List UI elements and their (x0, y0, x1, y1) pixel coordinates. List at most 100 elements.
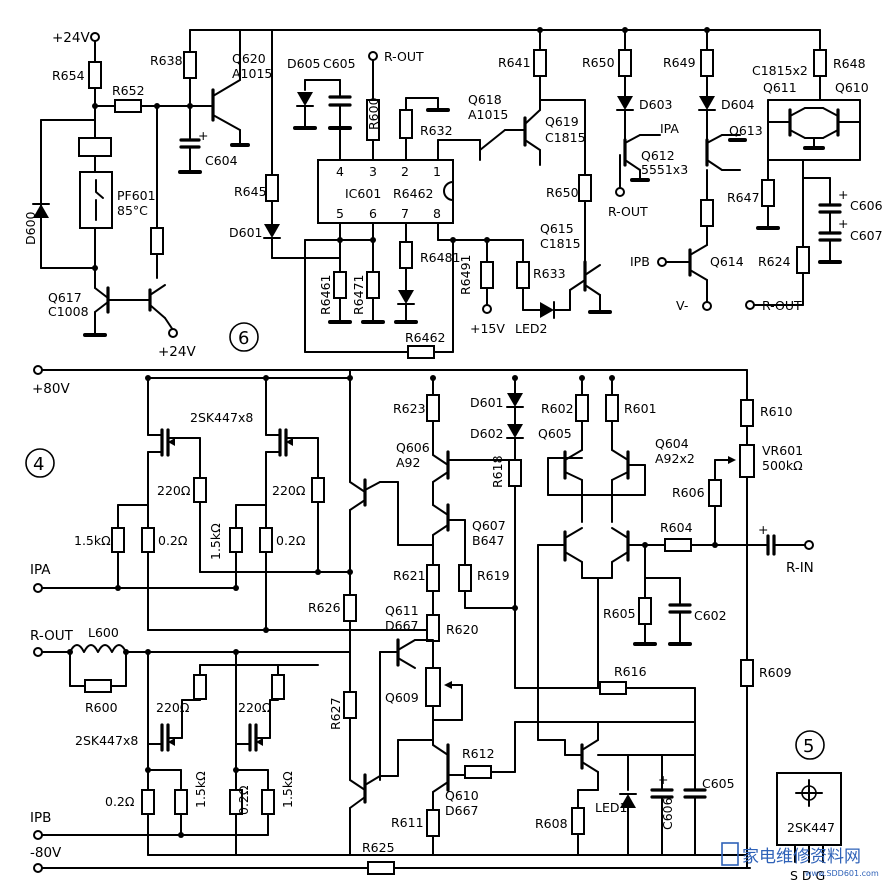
resistor-15k-4 (261, 789, 275, 815)
svg-text:Q607: Q607 (472, 518, 506, 533)
svg-text:D667: D667 (445, 803, 478, 818)
resistor-r610 (740, 399, 754, 427)
svg-text:4: 4 (336, 164, 344, 179)
svg-text:A1015: A1015 (468, 107, 508, 122)
label-rout-top: R-OUT (384, 49, 424, 64)
svg-text:Q620: Q620 (232, 51, 266, 66)
svg-text:5551x3: 5551x3 (641, 162, 688, 177)
svg-text:Q610: Q610 (835, 80, 869, 95)
svg-text:LED2: LED2 (515, 321, 547, 336)
potentiometer-q609 (425, 667, 441, 707)
svg-text:Q618: Q618 (468, 92, 502, 107)
svg-text:IC601: IC601 (345, 186, 381, 201)
section-4-power-stage: +80V 2SK447x8 4 220Ω 1.5kΩ 0.2Ω 220Ω 1 (25, 365, 751, 875)
led2 (540, 302, 554, 318)
label-ipb-right: IPB (630, 254, 650, 269)
svg-text:R600: R600 (85, 700, 118, 715)
svg-text:R645: R645 (234, 184, 267, 199)
svg-text:C1815: C1815 (540, 236, 581, 251)
resistor-r6461 (333, 271, 347, 299)
svg-text:0.2Ω: 0.2Ω (236, 785, 251, 815)
svg-text:A92: A92 (396, 455, 420, 470)
svg-text:VR601: VR601 (762, 443, 803, 458)
svg-text:R618: R618 (490, 455, 505, 488)
svg-text:R649: R649 (663, 55, 696, 70)
svg-text:S D G: S D G (790, 868, 825, 883)
svg-text:0.2Ω: 0.2Ω (276, 533, 306, 548)
resistor-r626 (343, 594, 357, 622)
svg-text:+: + (198, 128, 208, 143)
resistor-r620 (426, 614, 440, 642)
svg-text:C1008: C1008 (48, 304, 89, 319)
svg-text:Q612: Q612 (641, 148, 675, 163)
svg-text:Q613: Q613 (729, 123, 763, 138)
resistor-r601 (605, 394, 619, 422)
resistor-r618 (508, 459, 522, 487)
svg-text:R6491: R6491 (458, 255, 473, 296)
resistor-r632 (399, 109, 413, 139)
resistor-r611 (426, 809, 440, 837)
svg-text:R654: R654 (52, 68, 85, 83)
resistor-02-2 (259, 527, 273, 553)
diode-d601 (507, 393, 523, 407)
svg-text:+15V: +15V (470, 321, 505, 336)
svg-text:R608: R608 (535, 816, 568, 831)
resistor-r623 (426, 394, 440, 422)
svg-text:R619: R619 (477, 568, 510, 583)
svg-text:R6481: R6481 (420, 250, 461, 265)
svg-text:R616: R616 (614, 664, 647, 679)
svg-text:Q619: Q619 (545, 114, 579, 129)
svg-text:D602: D602 (470, 426, 503, 441)
svg-text:R6471: R6471 (351, 275, 366, 316)
svg-text:R627: R627 (328, 697, 343, 730)
svg-text:4: 4 (33, 454, 44, 475)
resistor-r6481 (399, 241, 413, 269)
svg-text:85°C: 85°C (117, 203, 148, 218)
svg-text:R641: R641 (498, 55, 531, 70)
driver-stage: R626 R627 R625 R623 Q606 A92 Q607 B647 R… (308, 377, 696, 856)
svg-text:R647: R647 (727, 190, 760, 205)
resistor-15k-2 (229, 527, 243, 553)
label-ipb-left: IPB (30, 810, 51, 826)
diode-d600 (33, 204, 49, 218)
svg-text:R620: R620 (446, 622, 479, 637)
svg-text:220Ω: 220Ω (238, 700, 272, 715)
resistor-r654 (88, 61, 102, 89)
svg-text:R633: R633 (533, 266, 566, 281)
resistor-220-3 (193, 674, 207, 700)
watermark: 家电维修资料网 www.SDD601.com (721, 842, 879, 878)
svg-text:R6462: R6462 (393, 186, 434, 201)
resistor-r647 (761, 179, 775, 207)
svg-text:C606: C606 (850, 198, 883, 213)
svg-text:C602: C602 (694, 608, 727, 623)
svg-text:7: 7 (401, 206, 409, 221)
svg-text:C1815: C1815 (545, 130, 586, 145)
svg-text:6: 6 (369, 206, 377, 221)
svg-text:R621: R621 (393, 568, 426, 583)
svg-text:220Ω: 220Ω (272, 483, 306, 498)
svg-text:A92x2: A92x2 (655, 451, 695, 466)
resistor-r608 (571, 807, 585, 835)
svg-text:Q611: Q611 (763, 80, 797, 95)
diode-d602 (507, 424, 523, 438)
svg-text:0.2Ω: 0.2Ω (105, 794, 135, 809)
svg-text:D601: D601 (229, 225, 262, 240)
svg-text:C605: C605 (323, 56, 356, 71)
label-p24v-bot: +24V (158, 344, 196, 360)
resistor-r649 (700, 49, 714, 77)
resistor-220-1 (193, 477, 207, 503)
svg-text:Q617: Q617 (48, 290, 82, 305)
svg-text:8: 8 (433, 206, 441, 221)
svg-text:220Ω: 220Ω (156, 700, 190, 715)
resistor-r612 (464, 765, 492, 779)
svg-text:D667: D667 (385, 618, 418, 633)
resistor-r606 (708, 479, 722, 507)
label-rout-r624: R-OUT (762, 298, 802, 313)
diode-d604 (699, 96, 715, 110)
svg-text:Q604: Q604 (655, 436, 689, 451)
svg-text:R604: R604 (660, 520, 693, 535)
resistor-r616 (599, 681, 627, 695)
resistor-r6471 (366, 271, 380, 299)
svg-text:R612: R612 (462, 746, 495, 761)
